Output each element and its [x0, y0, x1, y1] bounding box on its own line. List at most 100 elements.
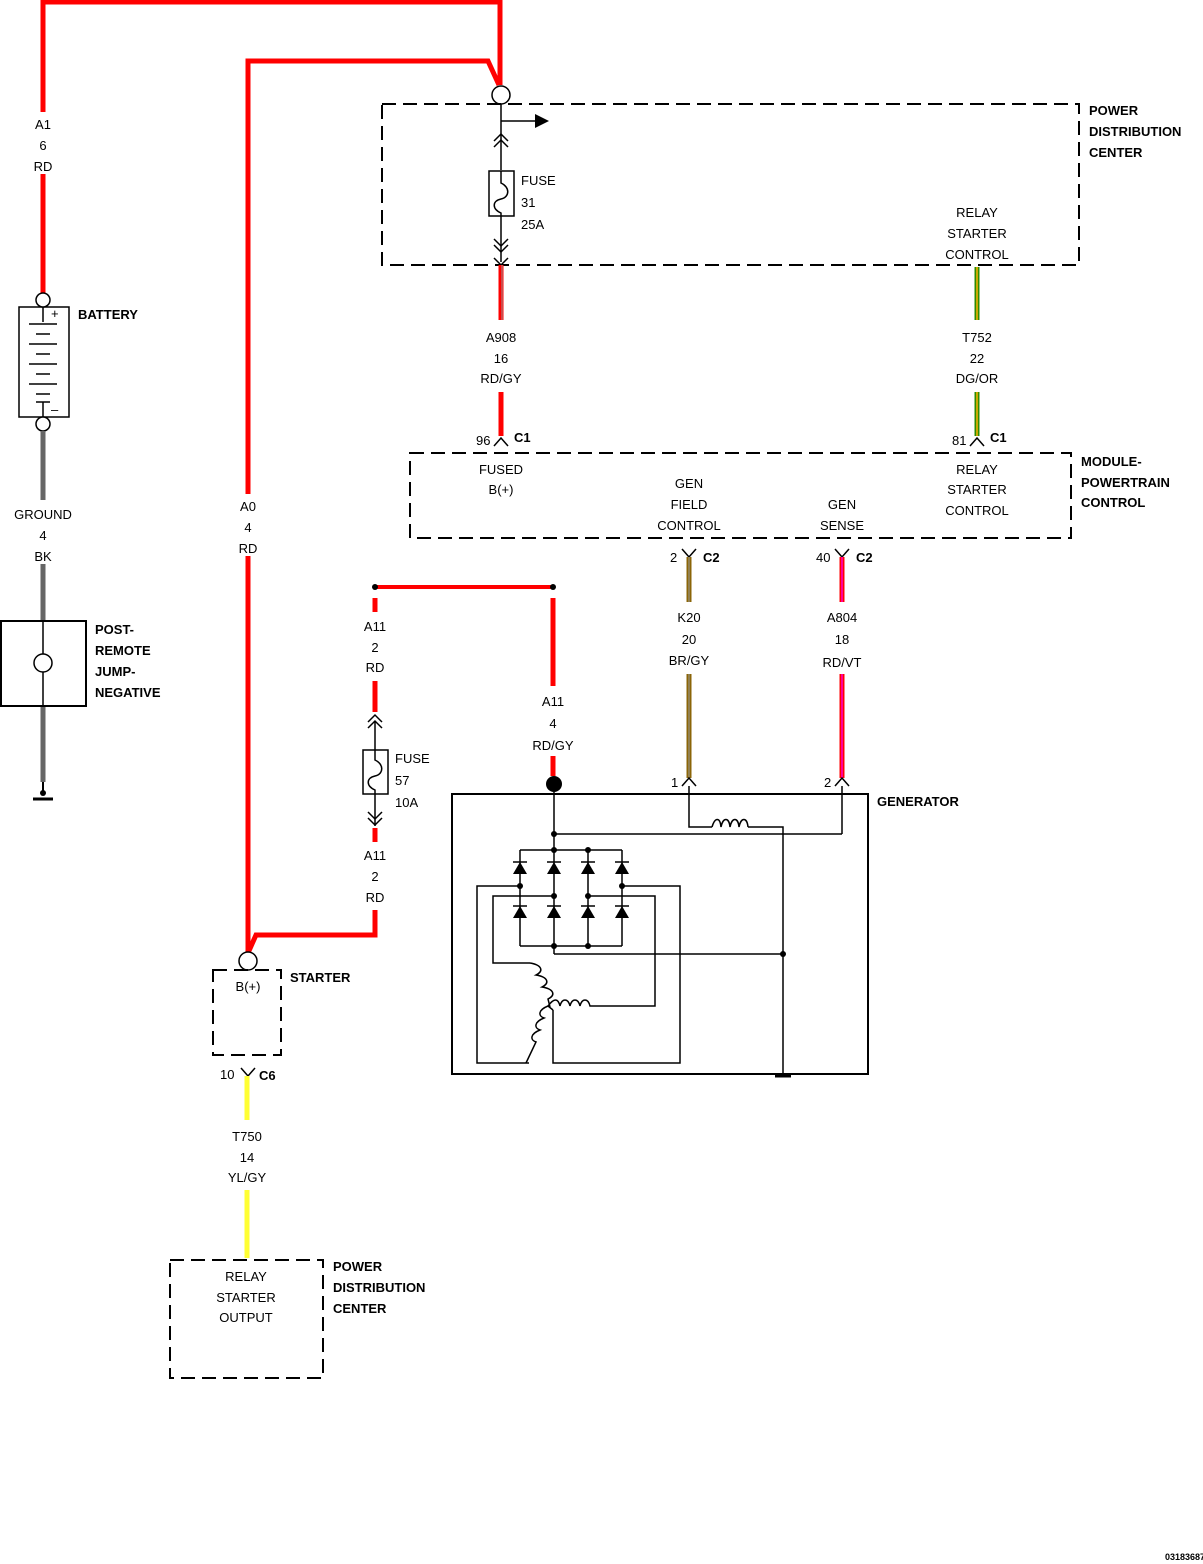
svg-text:POWER: POWER — [333, 1259, 383, 1274]
svg-text:RD/VT: RD/VT — [823, 655, 862, 670]
svg-text:81: 81 — [952, 433, 966, 448]
svg-text:22: 22 — [970, 351, 984, 366]
svg-text:JUMP-: JUMP- — [95, 664, 135, 679]
svg-text:A804: A804 — [827, 610, 857, 625]
battery-positive-symbol: + — [51, 306, 59, 321]
rectifier-diodes — [513, 861, 629, 918]
svg-text:RELAY: RELAY — [956, 205, 998, 220]
generator-battery-terminal — [546, 776, 562, 792]
svg-text:RD: RD — [34, 159, 53, 174]
svg-text:MODULE-: MODULE- — [1081, 454, 1142, 469]
svg-text:31: 31 — [521, 195, 535, 210]
svg-text:A0: A0 — [240, 499, 256, 514]
svg-text:POWER: POWER — [1089, 103, 1139, 118]
svg-text:25A: 25A — [521, 217, 544, 232]
generator-internal-wiring — [476, 786, 843, 1078]
wire-a0 — [245, 58, 502, 953]
fuse-57-label: FUSE 57 10A — [395, 751, 430, 810]
pcm-gen-field-label: GEN FIELD CONTROL — [657, 476, 721, 533]
connector-c1-81: 81 C1 — [952, 430, 1007, 448]
svg-text:DISTRIBUTION: DISTRIBUTION — [1089, 124, 1181, 139]
svg-text:2: 2 — [670, 550, 677, 565]
svg-text:2: 2 — [824, 775, 831, 790]
svg-text:2: 2 — [371, 869, 378, 884]
svg-text:STARTER: STARTER — [947, 482, 1006, 497]
svg-text:A908: A908 — [486, 330, 516, 345]
connector-c1-96: 96 C1 — [476, 430, 531, 448]
starter-pin-label: B(+) — [236, 979, 261, 994]
battery: + – — [18, 292, 70, 432]
wire-k20-label: K20 20 BR/GY — [669, 610, 710, 668]
pcm-label: MODULE- POWERTRAIN CONTROL — [1081, 454, 1170, 510]
svg-text:NEGATIVE: NEGATIVE — [95, 685, 161, 700]
svg-text:DG/OR: DG/OR — [956, 371, 999, 386]
wire-a804-label: A804 18 RD/VT — [823, 610, 862, 670]
wire-a908 — [498, 265, 504, 436]
wire-t752-label: T752 22 DG/OR — [956, 330, 999, 386]
wire-a11-4-label: A11 4 RD/GY — [532, 694, 574, 753]
fuse-31-label: FUSE 31 25A — [521, 173, 556, 232]
wire-a11-bottom-label: A11 2 RD — [364, 848, 386, 905]
pdc-relay-control-label: RELAY STARTER CONTROL — [945, 205, 1009, 262]
wire-a1-label: A1 6 RD — [30, 112, 56, 174]
svg-text:RELAY: RELAY — [225, 1269, 267, 1284]
svg-text:40: 40 — [816, 550, 830, 565]
svg-text:CONTROL: CONTROL — [1081, 495, 1145, 510]
svg-text:C6: C6 — [259, 1068, 276, 1083]
generator-pin-1: 1 — [671, 775, 697, 790]
wire-a908-label: A908 16 RD/GY — [480, 330, 522, 386]
pdc-top-box — [381, 103, 1080, 266]
svg-text:A11: A11 — [364, 619, 386, 634]
post-label: POST- REMOTE JUMP- NEGATIVE — [95, 622, 161, 700]
svg-text:CENTER: CENTER — [333, 1301, 387, 1316]
svg-text:16: 16 — [494, 351, 508, 366]
wire-t750-label: T750 14 YL/GY — [228, 1129, 267, 1185]
svg-text:A1: A1 — [35, 117, 51, 132]
svg-text:CENTER: CENTER — [1089, 145, 1143, 160]
svg-text:FUSED: FUSED — [479, 462, 523, 477]
generator-pin-2: 2 — [824, 775, 850, 790]
pdc-bottom-box — [169, 1259, 324, 1379]
svg-text:57: 57 — [395, 773, 409, 788]
svg-text:T752: T752 — [962, 330, 992, 345]
svg-text:SENSE: SENSE — [820, 518, 864, 533]
starter-terminal — [238, 951, 258, 971]
starter-label: STARTER — [290, 970, 351, 985]
svg-text:C2: C2 — [703, 550, 720, 565]
pdc-bus-terminal — [491, 85, 511, 105]
wire-a11-top-label: A11 2 RD — [364, 619, 386, 675]
wire-ground-label: GROUND 4 BK — [8, 500, 80, 564]
pcm-relay-control-label: RELAY STARTER CONTROL — [945, 462, 1009, 518]
generator-label: GENERATOR — [877, 794, 959, 809]
svg-text:T750: T750 — [232, 1129, 262, 1144]
svg-text:4: 4 — [549, 716, 556, 731]
svg-text:STARTER: STARTER — [216, 1290, 275, 1305]
wire-a0-label: A0 4 RD — [234, 494, 262, 556]
svg-text:CONTROL: CONTROL — [945, 247, 1009, 262]
svg-text:6: 6 — [39, 138, 46, 153]
svg-text:18: 18 — [835, 632, 849, 647]
connector-c2-2: 2 C2 — [670, 548, 720, 565]
svg-text:10: 10 — [220, 1067, 234, 1082]
svg-text:RD/GY: RD/GY — [532, 738, 574, 753]
pdc-bottom-label: POWER DISTRIBUTION CENTER — [333, 1259, 425, 1316]
svg-text:BK: BK — [34, 549, 52, 564]
svg-text:20: 20 — [682, 632, 696, 647]
svg-text:B(+): B(+) — [489, 482, 514, 497]
pdc-internal-bus — [493, 104, 549, 170]
svg-text:GEN: GEN — [675, 476, 703, 491]
svg-text:RD/GY: RD/GY — [480, 371, 522, 386]
svg-text:A11: A11 — [364, 848, 386, 863]
svg-text:POST-: POST- — [95, 622, 134, 637]
pcm-fused-b-label: FUSED B(+) — [479, 462, 523, 497]
svg-text:K20: K20 — [677, 610, 700, 625]
svg-text:A11: A11 — [542, 694, 564, 709]
svg-text:RD: RD — [366, 660, 385, 675]
fuse-31 — [488, 170, 515, 267]
svg-text:REMOTE: REMOTE — [95, 643, 151, 658]
post-remote-jump-negative — [0, 620, 87, 707]
svg-text:BR/GY: BR/GY — [669, 653, 710, 668]
svg-text:1: 1 — [671, 775, 678, 790]
svg-text:C2: C2 — [856, 550, 873, 565]
svg-text:YL/GY: YL/GY — [228, 1170, 267, 1185]
